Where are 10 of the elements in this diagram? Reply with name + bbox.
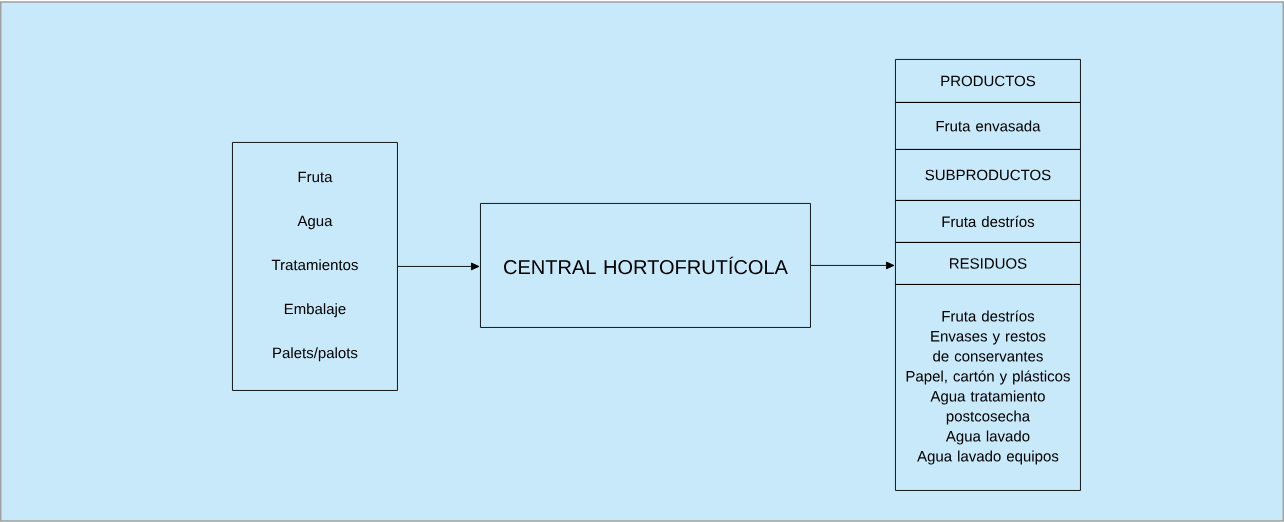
- table-cell: RESIDUOS: [895, 242, 1081, 285]
- table-cell: PRODUCTOS: [895, 59, 1081, 103]
- table-cell: Fruta envasada: [895, 102, 1081, 150]
- arrow: [810, 261, 895, 270]
- arrow: [397, 262, 480, 271]
- process-box: CENTRAL HORTOFRUTÍCOLA: [480, 203, 811, 328]
- table-cell: Fruta destríos: [895, 200, 1081, 243]
- table-cell: Fruta destríos Envases y restos de conservantes Papel, cartón y plásticos Agua tratamiento postcosecha Agua lavado Agua lavado equipos: [895, 284, 1081, 491]
- table-cell: SUBPRODUCTOS: [895, 149, 1081, 201]
- input-box: Fruta Agua Tratamientos Embalaje Palets/palots: [232, 142, 398, 391]
